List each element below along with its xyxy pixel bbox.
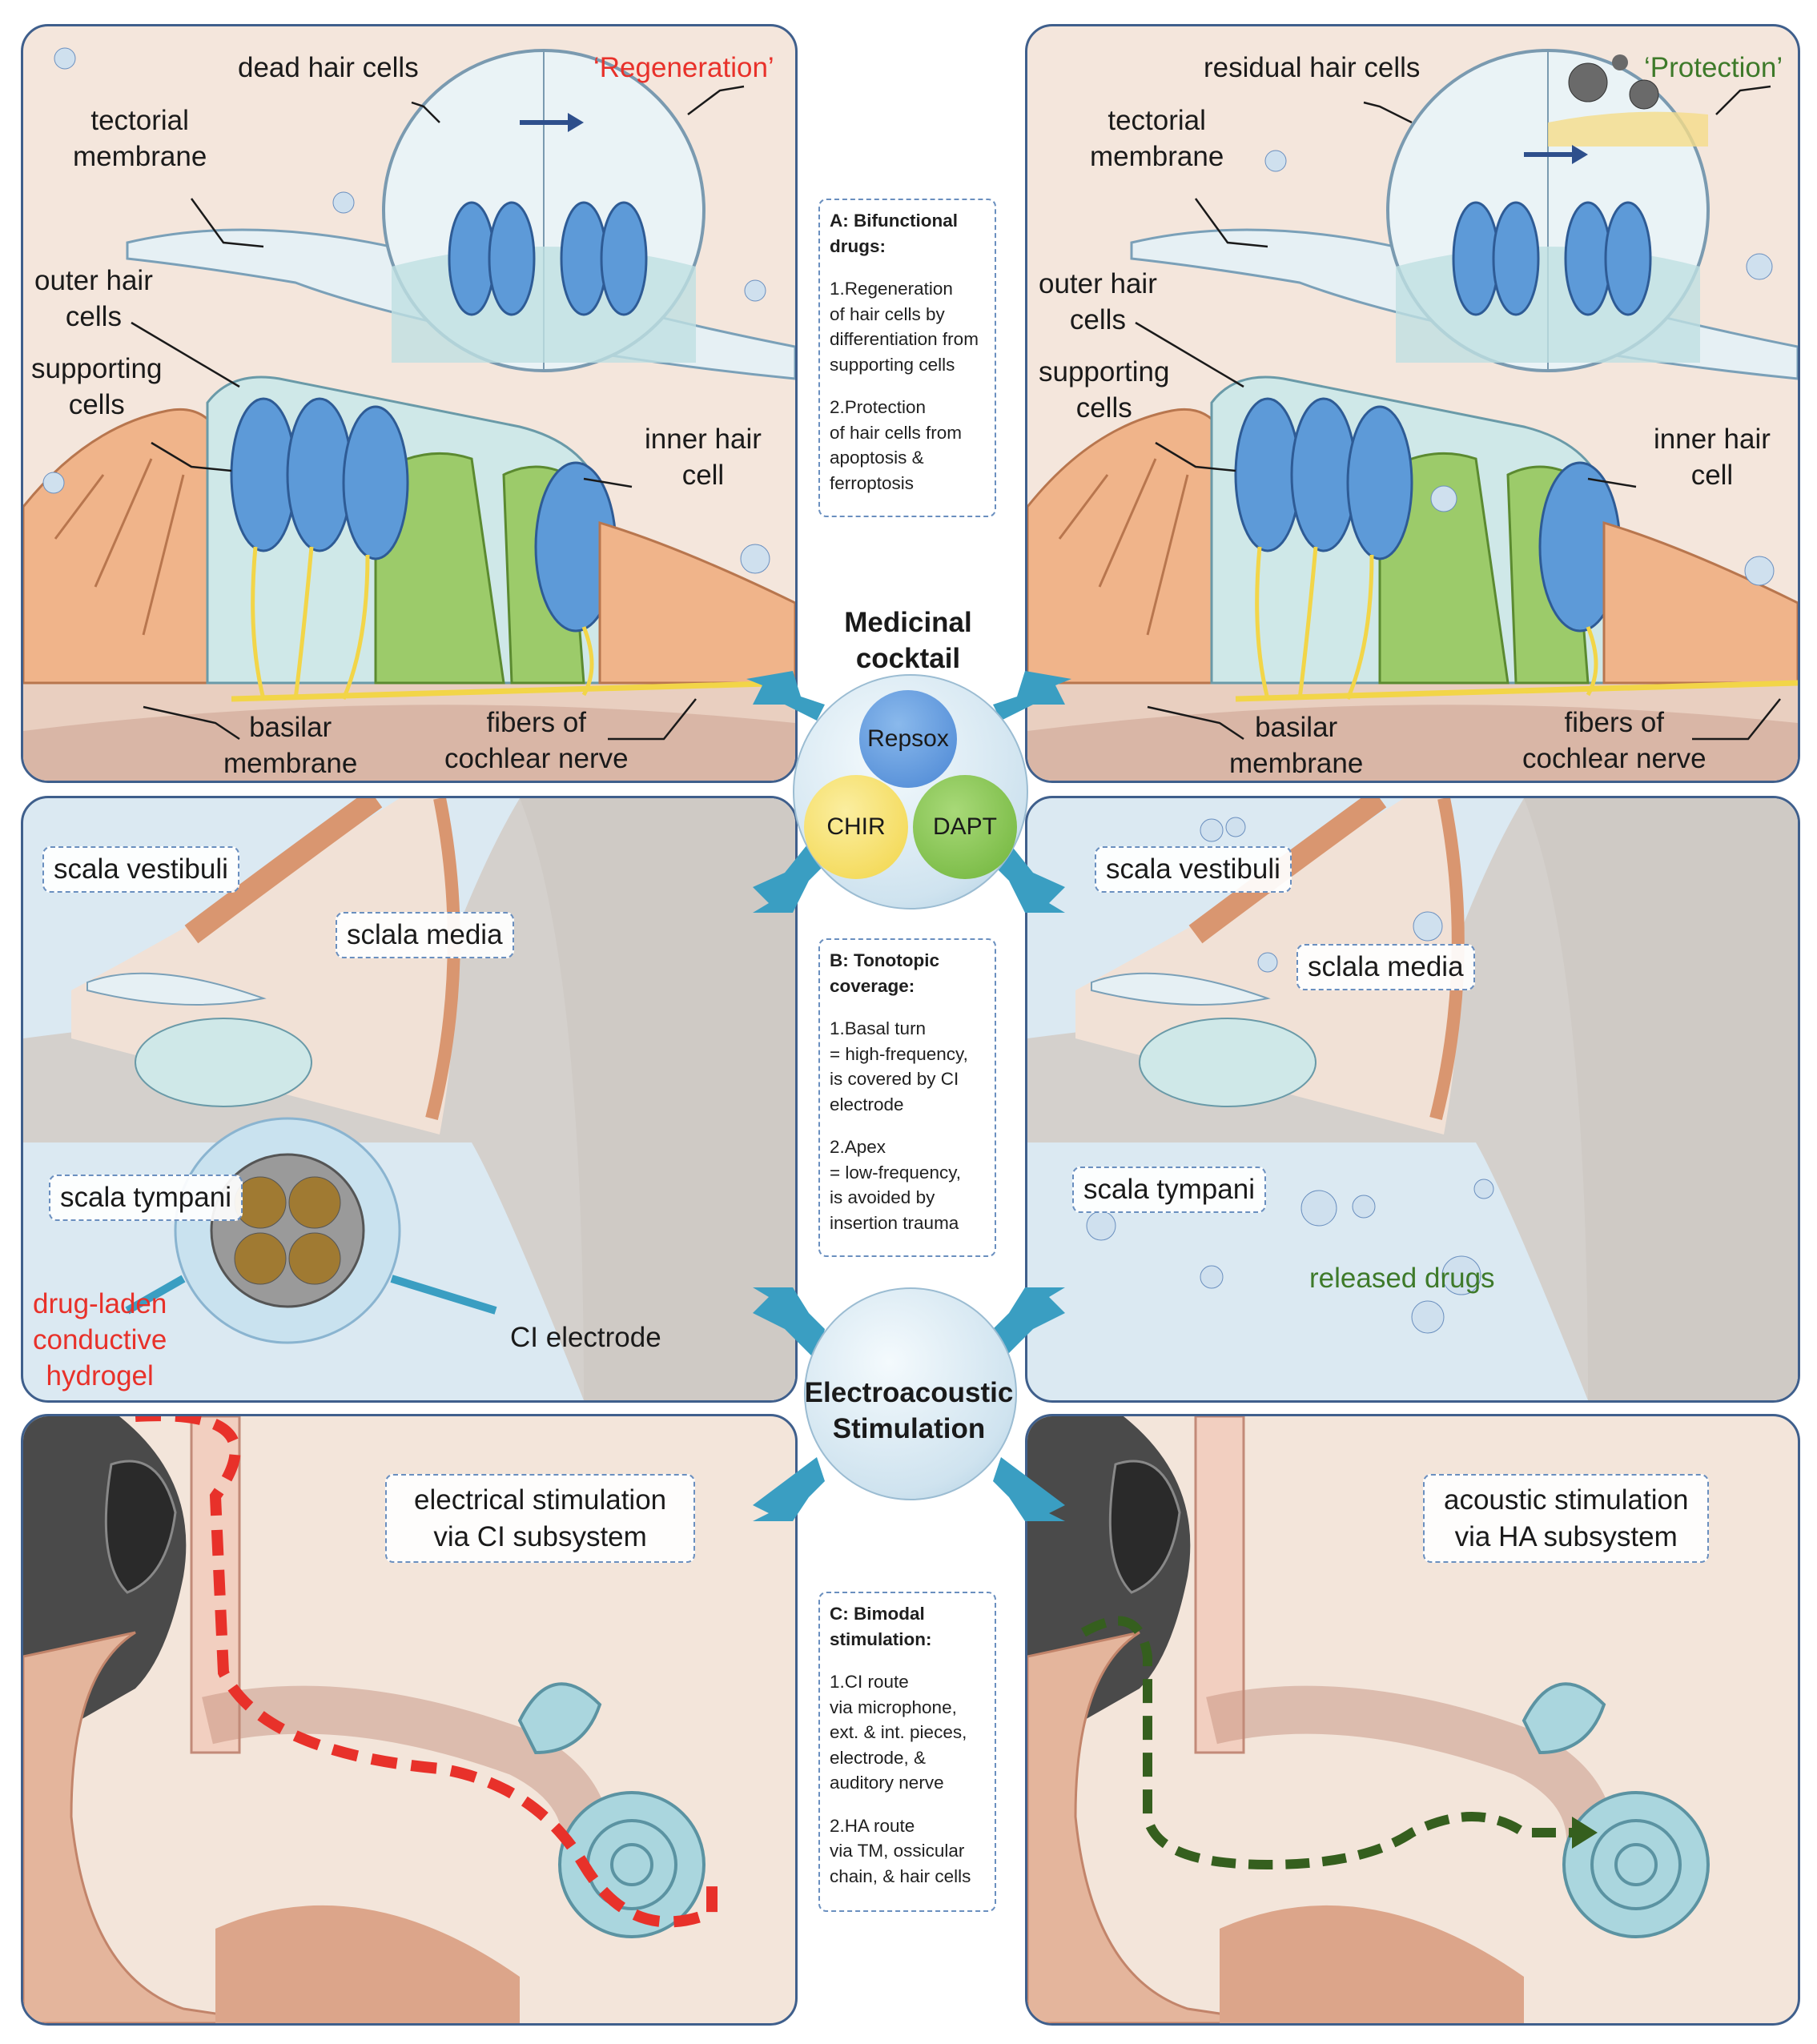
residual-hair-cells-label: residual hair cells bbox=[1204, 52, 1421, 83]
panel-electrical-stimulation: electrical stimulation via CI subsystem bbox=[21, 1414, 798, 2026]
outer-hair-cells-label: outer hair cells bbox=[34, 265, 153, 332]
electroacoustic-stimulation-sphere bbox=[804, 1287, 1017, 1500]
organ-of-corti-illustration bbox=[1027, 49, 1798, 781]
dead-hair-cells-label: dead hair cells bbox=[238, 52, 419, 83]
medicinal-cocktail-title: Medicinal cocktail bbox=[844, 607, 972, 674]
scala-vestibuli-label: scala vestibuli bbox=[42, 846, 239, 893]
info-box-b-item-1: 1.Basal turn = high-frequency, is covere… bbox=[830, 1018, 968, 1114]
supporting-cells-label: supporting cells bbox=[31, 353, 163, 420]
info-box-c-item-1: 1.CI route via microphone, ext. & int. p… bbox=[830, 1672, 967, 1793]
info-box-tonotopic-coverage: B: Tonotopic coverage: 1.Basal turn = hi… bbox=[818, 938, 996, 1257]
dapt-sphere: DAPT bbox=[913, 775, 1017, 879]
info-box-c-heading: C: Bimodal stimulation: bbox=[830, 1604, 932, 1649]
panel-hair-cell-protection: residual hair cells ‘Protection’ tectori… bbox=[1025, 24, 1800, 783]
outer-hair-cells-label: outer hair cells bbox=[1039, 268, 1157, 335]
acoustic-stimulation-label: acoustic stimulation via HA subsystem bbox=[1423, 1474, 1710, 1563]
tectorial-membrane-label: tectorial membrane bbox=[73, 105, 207, 172]
protection-label: ‘Protection’ bbox=[1644, 52, 1783, 83]
electroacoustic-stimulation-title: Electroacoustic Stimulation bbox=[804, 1377, 1014, 1444]
inner-hair-cell-label: inner hair cell bbox=[645, 424, 762, 491]
scala-tympani-label: scala tympani bbox=[49, 1175, 243, 1221]
inner-hair-cell-label: inner hair cell bbox=[1654, 424, 1771, 491]
info-box-a-item-2: 2.Protection of hair cells from apoptosi… bbox=[830, 397, 963, 493]
basilar-membrane-label: basilar membrane bbox=[1229, 712, 1364, 779]
ci-electrode-label: CI electrode bbox=[510, 1322, 661, 1353]
info-box-c-item-2: 2.HA route via TM, ossicular chain, & ha… bbox=[830, 1815, 971, 1886]
repsox-sphere: Repsox bbox=[859, 690, 957, 788]
released-drugs-label: released drugs bbox=[1309, 1263, 1495, 1294]
cochlea-cross-section-illustration bbox=[1027, 798, 1798, 1400]
scala-vestibuli-label: scala vestibuli bbox=[1095, 846, 1292, 893]
organ-of-corti-illustration bbox=[23, 47, 795, 781]
panel-cochlea-ci-electrode: scala vestibuli sclala media scala tympa… bbox=[21, 796, 798, 1403]
electrical-stimulation-label: electrical stimulation via CI subsystem bbox=[385, 1474, 696, 1563]
panel-acoustic-stimulation: acoustic stimulation via HA subsystem bbox=[1025, 1414, 1800, 2026]
scala-media-label: sclala media bbox=[1296, 944, 1475, 990]
info-box-a-heading: A: Bifunctional drugs: bbox=[830, 211, 958, 256]
ear-anatomy-illustration bbox=[23, 1416, 718, 2023]
panel-hair-cell-regeneration: dead hair cells ‘Regeneration’ tectorial… bbox=[21, 24, 798, 783]
info-box-bimodal-stimulation: C: Bimodal stimulation: 1.CI route via m… bbox=[818, 1592, 996, 1912]
regeneration-label: ‘Regeneration’ bbox=[593, 52, 774, 83]
tectorial-membrane-label: tectorial membrane bbox=[1090, 105, 1224, 172]
chir-sphere: CHIR bbox=[804, 775, 908, 879]
supporting-cells-label: supporting cells bbox=[1039, 356, 1170, 424]
panel-cochlea-drug-release: scala vestibuli sclala media scala tympa… bbox=[1025, 796, 1800, 1403]
info-box-bifunctional-drugs: A: Bifunctional drugs: 1.Regeneration of… bbox=[818, 199, 996, 517]
hydrogel-label: drug-laden conductive hydrogel bbox=[33, 1288, 167, 1391]
cochlear-nerve-fibers-label: fibers of cochlear nerve bbox=[1522, 707, 1706, 774]
cochlear-nerve-fibers-label: fibers of cochlear nerve bbox=[444, 707, 629, 774]
basilar-membrane-label: basilar membrane bbox=[223, 712, 358, 779]
scala-media-label: sclala media bbox=[336, 912, 514, 958]
cochlea-cross-section-illustration bbox=[23, 798, 795, 1400]
info-box-b-item-2: 2.Apex = low-frequency, is avoided by in… bbox=[830, 1137, 962, 1233]
scala-tympani-label: scala tympani bbox=[1072, 1167, 1266, 1213]
info-box-b-heading: B: Tonotopic coverage: bbox=[830, 950, 940, 996]
info-box-a-item-1: 1.Regeneration of hair cells by differen… bbox=[830, 279, 979, 375]
ear-anatomy-illustration bbox=[1027, 1416, 1710, 2023]
